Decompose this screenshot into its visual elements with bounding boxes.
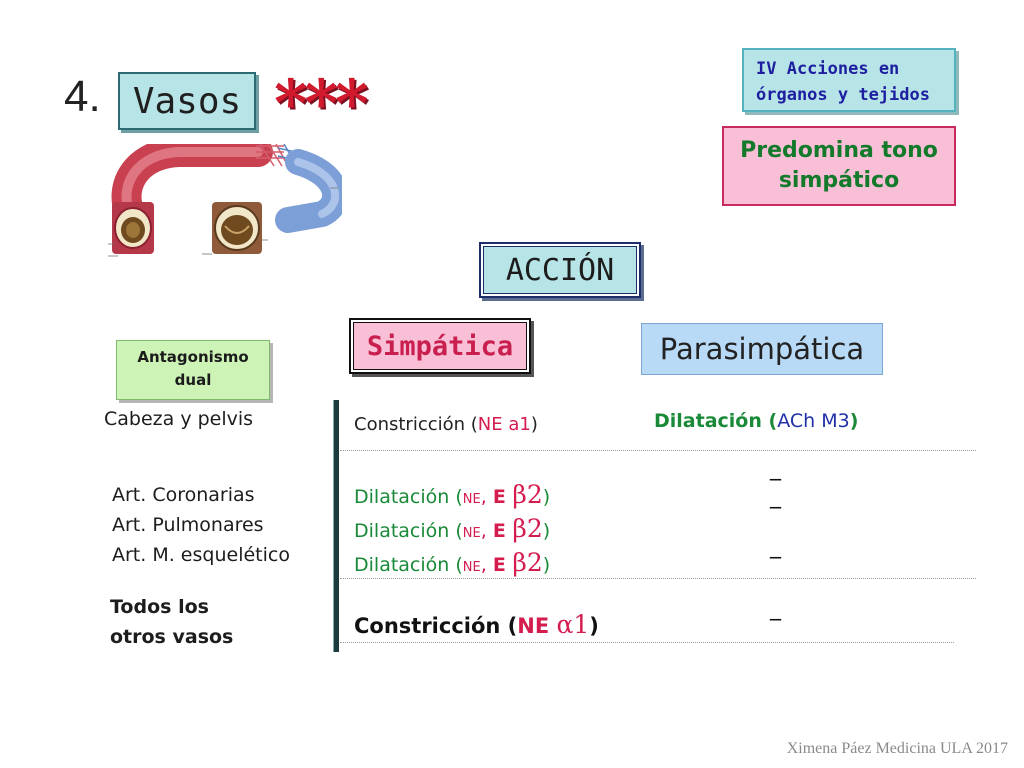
row-separator-1 bbox=[340, 450, 976, 451]
predomina-line-1: Predomina tono bbox=[740, 138, 938, 163]
cabeza-simp-pre: Constricción ( bbox=[354, 414, 478, 435]
para-dash-3: _ bbox=[770, 534, 781, 559]
simpatica-header: Simpática bbox=[349, 318, 531, 374]
dil2-pre: Dilatación ( bbox=[354, 520, 463, 542]
dilatacion-row-2: Dilatación (NE, E β2) bbox=[354, 512, 550, 546]
label-art-pulmonares: Art. Pulmonares bbox=[112, 514, 264, 536]
label-cabeza-pelvis: Cabeza y pelvis bbox=[104, 408, 254, 430]
dil2-post: ) bbox=[542, 520, 551, 542]
footer-credit: Ximena Páez Medicina ULA 2017 bbox=[786, 740, 1008, 757]
otros-simp-alpha: α1 bbox=[556, 610, 590, 639]
slide-title: Vasos bbox=[118, 72, 256, 130]
otros-simp-post: ) bbox=[589, 614, 599, 638]
dil3-ne: NE bbox=[462, 560, 481, 575]
predomina-line-2: simpático bbox=[778, 168, 900, 193]
dil2-ne: NE bbox=[462, 526, 481, 541]
predomina-tono-box: Predomina tono simpático bbox=[722, 126, 956, 206]
para-dash-1: _ bbox=[770, 456, 781, 481]
antagonismo-line-2: dual bbox=[174, 371, 212, 389]
parasimpatica-header: Parasimpática bbox=[641, 323, 883, 375]
cabeza-para-pre: Dilatación ( bbox=[654, 410, 778, 432]
row-separator-2 bbox=[340, 578, 976, 579]
section-box: IV Acciones en órganos y tejidos bbox=[742, 48, 956, 112]
dil3-pre: Dilatación ( bbox=[354, 554, 463, 576]
dil3-comma: , bbox=[480, 554, 493, 576]
dil1-post: ) bbox=[542, 486, 551, 508]
label-art-esqueletico: Art. M. esquelético bbox=[112, 544, 290, 566]
dil1-comma: , bbox=[480, 486, 493, 508]
antagonismo-line-1: Antagonismo bbox=[137, 348, 249, 366]
importance-stars: *** bbox=[274, 66, 368, 141]
label-otros-vasos: Todos los otros vasos bbox=[110, 592, 233, 652]
dil3-beta: β2 bbox=[512, 548, 543, 577]
dil1-pre: Dilatación ( bbox=[354, 486, 463, 508]
dilatacion-row-1: Dilatación (NE, E β2) bbox=[354, 478, 550, 512]
cabeza-simp-post: ) bbox=[530, 414, 538, 435]
label-arterias: Art. Coronarias Art. Pulmonares Art. M. … bbox=[112, 480, 290, 570]
cabeza-simpatica: Constricción (NE a1) bbox=[354, 414, 538, 435]
dil3-e: E bbox=[492, 554, 513, 576]
dil1-beta: β2 bbox=[512, 480, 543, 509]
label-art-coronarias: Art. Coronarias bbox=[112, 484, 255, 506]
otros-simp-pre: Constricción ( bbox=[354, 614, 518, 638]
row-separator-3 bbox=[340, 642, 954, 643]
dil2-beta: β2 bbox=[512, 514, 543, 543]
otros-simp-ne: NE bbox=[517, 614, 557, 638]
section-line-2: órganos y tejidos bbox=[756, 85, 930, 105]
otros-simpatica: Constricción (NE α1) bbox=[354, 610, 599, 639]
vertical-divider bbox=[333, 400, 339, 652]
dil1-ne: NE bbox=[462, 492, 481, 507]
arterias-simpatica: Dilatación (NE, E β2) Dilatación (NE, E … bbox=[354, 478, 550, 580]
dil2-e: E bbox=[492, 520, 513, 542]
cabeza-simp-receptor: NE a1 bbox=[477, 414, 531, 435]
para-dash-4: _ bbox=[770, 596, 781, 621]
dil3-post: ) bbox=[542, 554, 551, 576]
slide-number: 4. bbox=[64, 72, 101, 121]
cabeza-para-post: ) bbox=[849, 410, 859, 432]
label-otros: otros vasos bbox=[110, 626, 234, 648]
label-todos-los: Todos los bbox=[110, 596, 209, 618]
dilatacion-row-3: Dilatación (NE, E β2) bbox=[354, 546, 550, 580]
blood-vessel-illustration bbox=[108, 144, 342, 257]
dil2-comma: , bbox=[480, 520, 493, 542]
para-dash-2: _ bbox=[770, 484, 781, 509]
antagonismo-dual-box: Antagonismo dual bbox=[116, 340, 270, 400]
cabeza-parasimpatica: Dilatación (ACh M3) bbox=[654, 410, 858, 432]
cabeza-para-receptor: ACh M3 bbox=[777, 410, 850, 432]
section-line-1: IV Acciones en bbox=[756, 59, 900, 79]
accion-header: ACCIÓN bbox=[479, 242, 641, 298]
dil1-e: E bbox=[492, 486, 513, 508]
